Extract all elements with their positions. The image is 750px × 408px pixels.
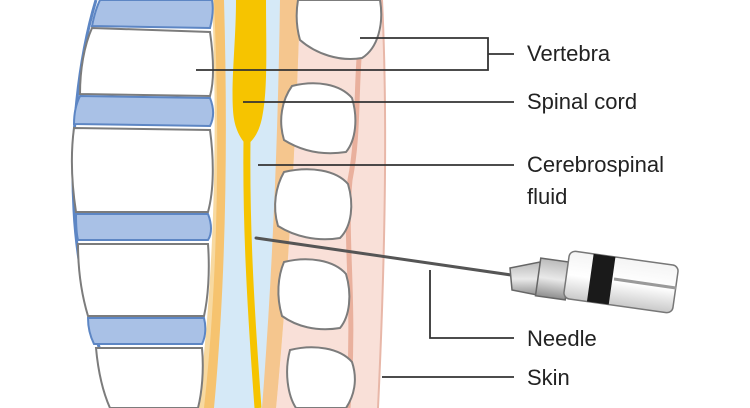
- needle-shaft: [254, 236, 520, 278]
- syringe-plunger-seal: [586, 253, 616, 305]
- spinous-process-5: [286, 346, 356, 408]
- dura-anterior-band: [204, 0, 226, 408]
- intervertebral-disc-2: [74, 213, 212, 241]
- spinous-process-3: [274, 168, 353, 241]
- needle-leader: [429, 270, 514, 339]
- vertebral-body-2: [70, 126, 214, 213]
- skin-surface-line: [377, 0, 387, 408]
- vertebral-body-1: [78, 26, 214, 98]
- intervertebral-disc-3: [86, 317, 207, 345]
- vertebral-body-4: [94, 347, 204, 408]
- spinal-cord-label: Spinal cord: [527, 89, 638, 114]
- spinous-process-4: [277, 258, 351, 331]
- spinal-cord: [232, 0, 267, 146]
- spinous-process-1: [295, 0, 383, 60]
- vertebral-body-3: [76, 243, 210, 317]
- csf-label-line1: Cerebrospinal: [527, 152, 664, 177]
- vertebra-label: Vertebra: [527, 41, 611, 66]
- needle-label: Needle: [527, 326, 597, 351]
- csf-label-line2: fluid: [527, 184, 568, 209]
- syringe-plunger-rod: [613, 277, 677, 290]
- skin-label: Skin: [527, 365, 570, 390]
- cauda-equina: [243, 139, 262, 408]
- intervertebral-disc-1: [72, 94, 214, 128]
- syringe-barrel: [563, 250, 679, 314]
- ligament-line: [345, 0, 371, 408]
- spinous-process-2: [280, 82, 357, 155]
- intervertebral-disc-top: [90, 0, 214, 30]
